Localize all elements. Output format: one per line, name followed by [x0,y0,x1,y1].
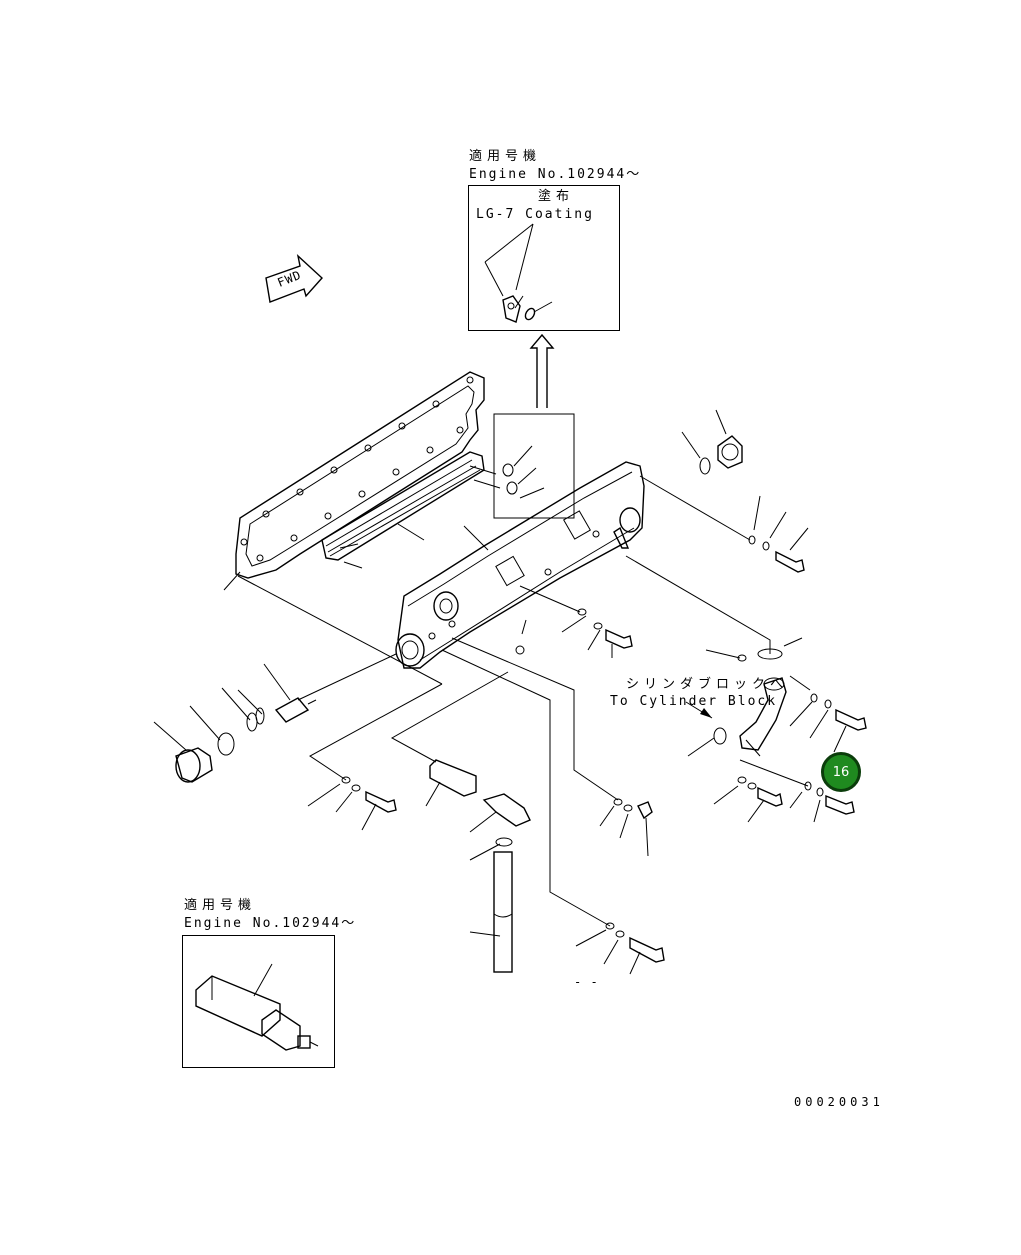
part-callout-16[interactable]: 16 [821,752,861,792]
oil-cooler-element [321,451,501,569]
plug-upper [681,409,743,475]
sensor-inset-box [182,935,335,1068]
bolt-set-mid [519,585,633,658]
cylinder-note-en: To Cylinder Block [610,694,778,709]
coating-detail-drawing [484,223,553,323]
sensor-piping-assembly [307,637,665,975]
cylinder-connector-leader [625,555,803,662]
ports-detail-box [493,413,575,519]
cylinder-block-connector [685,675,867,823]
bottom-inset-engine-no: Engine No.102944〜 [184,916,357,931]
sensor-detail-drawing [195,963,319,1051]
coating-label: LG-7 Coating [476,207,594,222]
reference-up-arrow [529,333,555,408]
coating-jp-label: 塗布 [538,189,575,204]
top-inset-engine-no: Engine No.102944〜 [469,167,642,182]
misc-mark: - - [574,975,599,989]
bolt-set-upper-right [639,475,809,573]
coating-inset-box [468,185,620,331]
relief-valve-assembly [153,575,443,783]
cooler-gasket [223,371,485,591]
cylinder-note-jp: シリンダブロックへ [626,677,789,692]
fwd-arrow-icon [265,254,323,303]
drawing-number: 00020031 [794,1095,884,1109]
cooler-cover-housing [395,461,645,669]
port-orings [502,445,545,499]
bottom-inset-applicable-label: 適用号機 [184,898,257,913]
top-inset-applicable-label: 適用号機 [469,149,542,164]
